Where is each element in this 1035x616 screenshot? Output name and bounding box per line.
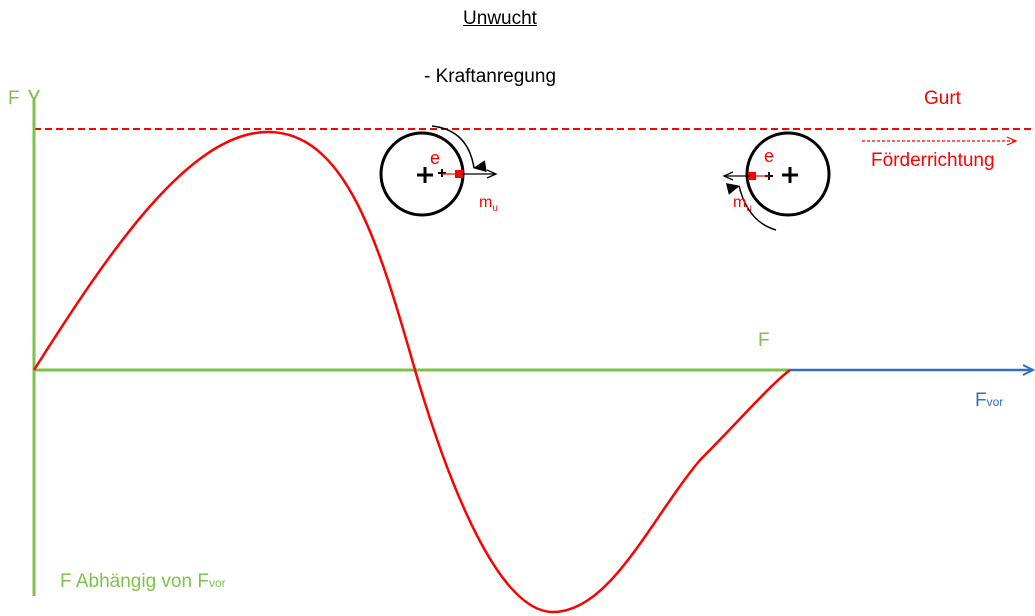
rotation-arrow-icon — [431, 125, 487, 173]
rotor-right-mass-label: mu — [733, 194, 752, 214]
diagram-subtitle: - Kraftanregung — [423, 66, 557, 87]
dependency-note-sub: vor — [208, 576, 226, 590]
cross-center-icon — [417, 167, 433, 183]
small-cross-icon — [438, 169, 446, 177]
fvor-main: F — [975, 390, 987, 411]
mass-sub: u — [746, 203, 752, 215]
f-axis-label: F — [8, 88, 20, 109]
gurt-label: Gurt — [924, 88, 961, 109]
unbalance-mass — [748, 172, 756, 180]
mass-sub: u — [492, 203, 498, 215]
rotor-right-disc — [745, 131, 831, 217]
rotor-left — [379, 125, 498, 217]
rotor-left-mass-label: mu — [479, 194, 498, 214]
mass-main: m — [479, 194, 493, 211]
fvor-sub: vor — [986, 395, 1004, 409]
fvor-axis-label: Fvor — [975, 390, 1003, 412]
force-curve — [32, 130, 791, 614]
baseline-f-label: F — [758, 330, 770, 351]
cross-center-icon — [782, 167, 798, 183]
diagram-title: Unwucht — [463, 8, 537, 29]
rotor-right-e-label: e — [764, 146, 775, 166]
mass-main: m — [733, 194, 747, 211]
rotation-arrow-icon — [725, 183, 777, 231]
rotor-right — [722, 131, 831, 231]
rotor-left-e-label: e — [430, 148, 441, 168]
unbalance-mass — [455, 170, 463, 178]
foerderrichtung-label: Förderrichtung — [871, 150, 995, 171]
dependency-note-main: F Abhängig von F — [60, 571, 209, 592]
dependency-note: F Abhängig von Fvor — [60, 571, 226, 593]
